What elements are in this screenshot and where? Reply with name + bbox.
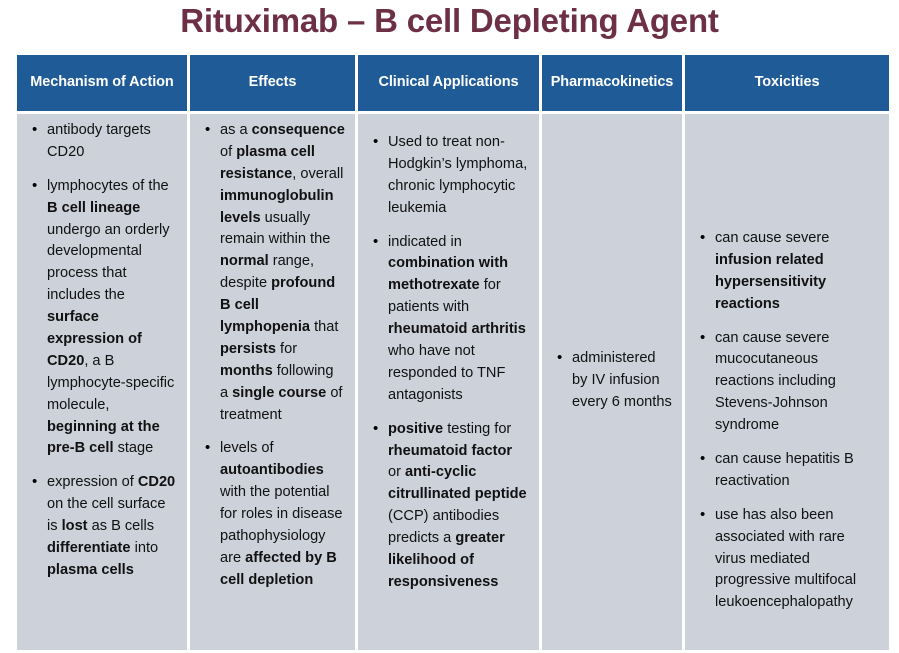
list-item: can cause hepatitis B reactivation [700,448,879,493]
page-title: Rituximab – B cell Depleting Agent [180,2,719,39]
list-item: administered by IV infusion every 6 mont… [557,347,672,414]
list-item: antibody targets CD20 [32,119,177,164]
list-item: positive testing for rheumatoid factor o… [373,418,529,594]
column-header-effects: Effects [190,55,355,111]
column-header-pharmacokinetics: Pharmacokinetics [542,55,682,111]
table-body-row: antibody targets CD20 lymphocytes of the … [17,114,889,650]
list-item: use has also been associated with rare v… [700,504,879,614]
list-item: expression of CD20 on the cell surface i… [32,471,177,581]
cell-toxicities: can cause severe infusion related hypers… [685,114,889,650]
bullet-list-mechanism-of-action: antibody targets CD20 lymphocytes of the … [21,119,183,582]
bullet-list-toxicities: can cause severe infusion related hypers… [689,227,885,614]
list-item: indicated in combination with methotrexa… [373,231,529,407]
column-header-mechanism-of-action: Mechanism of Action [17,55,187,111]
column-header-toxicities: Toxicities [685,55,889,111]
list-item: levels of autoantibodies with the potent… [205,437,345,591]
table-header-row: Mechanism of Action Effects Clinical App… [17,55,889,111]
list-item: lymphocytes of the B cell lineage underg… [32,175,177,461]
list-item: can cause severe infusion related hypers… [700,227,879,316]
list-item: Used to treat non-Hodgkin’s lymphoma, ch… [373,131,529,220]
bullet-list-clinical-applications: Used to treat non-Hodgkin’s lymphoma, ch… [362,131,535,594]
list-item: can cause severe mucocutaneous reactions… [700,327,879,437]
cell-clinical-applications: Used to treat non-Hodgkin’s lymphoma, ch… [358,114,539,650]
column-header-clinical-applications: Clinical Applications [358,55,539,111]
cell-pharmacokinetics: administered by IV infusion every 6 mont… [542,114,682,650]
cell-effects: as a consequence of plasma cell resistan… [190,114,355,650]
rituximab-summary-table: Mechanism of Action Effects Clinical App… [14,52,889,653]
bullet-list-pharmacokinetics: administered by IV infusion every 6 mont… [546,347,678,414]
comparison-table: Mechanism of Action Effects Clinical App… [14,52,892,653]
bullet-list-effects: as a consequence of plasma cell resistan… [194,119,351,592]
list-item: as a consequence of plasma cell resistan… [205,119,345,426]
cell-mechanism-of-action: antibody targets CD20 lymphocytes of the … [17,114,187,650]
